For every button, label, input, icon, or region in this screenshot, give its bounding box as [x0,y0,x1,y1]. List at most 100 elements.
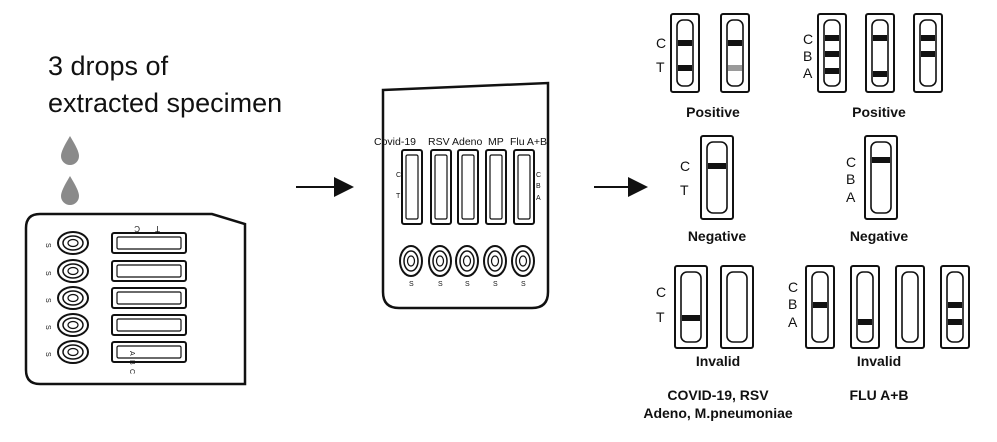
flat-well-label: S [44,271,51,276]
upright-well-label: S [465,281,470,288]
neg3-label-a: A [846,189,856,205]
result-line [948,319,962,325]
result-line [682,315,700,321]
flat-window-label-t: T [155,224,160,233]
sample-well: S [511,245,535,288]
sample-well: S [483,245,507,288]
result-line [813,302,827,308]
result-line [825,35,839,41]
cassette-upright-test-labels: Covid-19 RSV Adeno MP Flu A+B [374,136,547,148]
test-window [111,314,187,336]
strip-invalid-three-line [850,265,880,349]
strip-negative-two-line [700,135,734,220]
upright-label-a-right: A [536,195,541,202]
result-line [921,35,935,41]
flat-well-label: S [44,298,51,303]
drop-icon [61,176,79,205]
strip-positive-three-line [865,13,895,93]
caption-two-line-2: Adeno, M.pneumoniae [643,405,793,421]
flat-window-label-b: B [128,360,135,365]
result-line [678,65,692,71]
test-window [111,341,187,363]
result-line [728,40,742,46]
negative-three-line-label: Negative [850,228,909,244]
flat-window-label-c2: C [128,369,135,374]
upright-label-c-right: C [536,172,541,179]
inv3-label-a: A [788,314,798,330]
instruction-line-2: extracted specimen [48,88,282,118]
upright-well-label: S [409,281,414,288]
positive-two-line-label: Positive [686,104,740,120]
strip-invalid-three-line [895,265,925,349]
result-line [873,35,887,41]
strip-invalid-three-line [940,265,970,349]
sample-well: S [44,313,89,337]
negative-two-line-label: Negative [688,228,747,244]
pos3-label-b: B [803,48,812,64]
sample-well: S [455,245,479,288]
test-window [111,260,187,282]
neg3-label-c: C [846,154,856,170]
result-line [921,51,935,57]
caption-three-line: FLU A+B [850,387,909,403]
upright-well-label: S [438,281,443,288]
sample-well: S [44,286,89,310]
sample-well: S [399,245,423,288]
flat-window-label-c: C [134,224,140,233]
pos3-label-a: A [803,65,813,81]
inv3-label-c: C [788,279,798,295]
inv3-label-b: B [788,296,797,312]
result-line [825,51,839,57]
test-label-adeno: Adeno [452,136,483,148]
neg3-label-b: B [846,171,855,187]
strip-invalid-two-line [674,265,708,349]
result-line [678,40,692,46]
pos3-label-c: C [803,31,813,47]
strip-positive-three-line [913,13,943,93]
invalid-three-line-label: Invalid [857,353,901,369]
result-line [873,71,887,77]
strip-positive-two-line-weak [720,13,750,93]
invalid-two-line-label: Invalid [696,353,740,369]
result-line [825,68,839,74]
result-line [858,319,872,325]
cassette-flat-wells: S S S S S [44,231,89,364]
instruction-line-1: 3 drops of [48,51,169,81]
upright-well-label: S [521,281,526,288]
positive-three-line-label: Positive [852,104,906,120]
test-window [513,149,535,225]
results-three-line [805,13,970,349]
neg2-label-t: T [680,182,689,198]
result-line [948,302,962,308]
test-label-mp: MP [488,136,504,148]
faint-result-line [728,65,742,71]
sample-well: S [44,259,89,283]
strip-positive-two-line [670,13,700,93]
test-window [430,149,452,225]
strip-negative-three-line [864,135,898,220]
flat-well-label: S [44,352,51,357]
caption-two-line-1: COVID-19, RSV [667,387,769,403]
sample-well: S [44,340,89,364]
drop-icon [61,136,79,165]
test-window [457,149,479,225]
test-label-flu: Flu A+B [510,136,547,148]
test-window [401,149,423,225]
inv2-label-c: C [656,284,666,300]
cassette-upright: Covid-19 RSV Adeno MP Flu A+B C T C B A … [374,81,550,310]
cassette-upright-windows [401,149,535,225]
result-line [708,163,726,169]
strip-invalid-two-line [720,265,754,349]
test-label-covid19: Covid-19 [374,136,416,148]
inv2-label-t: T [656,309,665,325]
pos2-label-c: C [656,35,666,51]
pos2-label-t: T [656,59,665,75]
flat-well-label: S [44,243,51,248]
neg2-label-c: C [680,158,690,174]
test-window [111,232,187,254]
test-label-rsv: RSV [428,136,450,148]
test-window [485,149,507,225]
cassette-flat-windows [111,232,187,363]
